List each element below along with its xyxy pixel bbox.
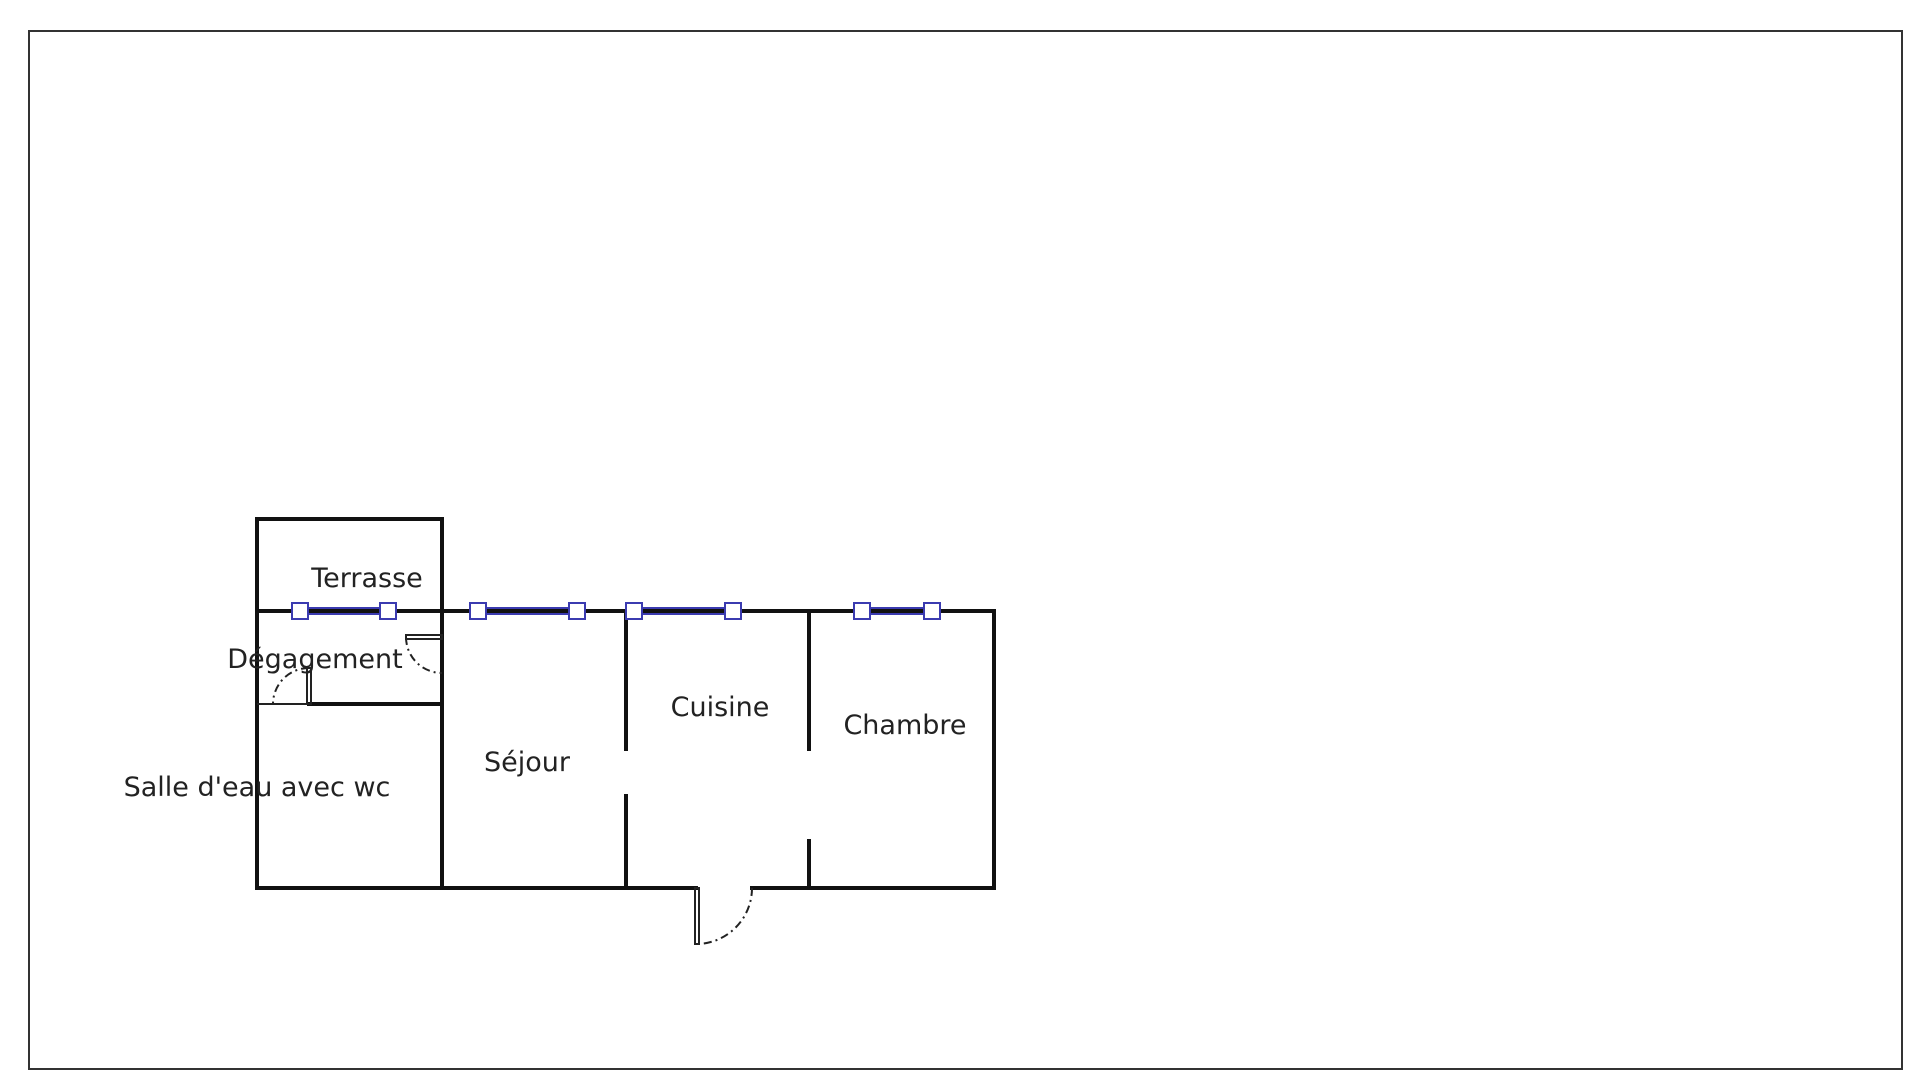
entrance-door-swing (696, 887, 753, 945)
room-label-chambre: Chambre (843, 710, 966, 741)
entrance-door (694, 887, 700, 945)
door-degagement (405, 634, 443, 640)
door-swing-salle-eau (272, 667, 310, 705)
window-terrasse (291, 602, 397, 620)
room-labels: Terrasse Dégagement Salle d'eau avec wc … (124, 563, 967, 803)
room-label-degagement: Dégagement (227, 644, 402, 675)
room-label-sejour: Séjour (484, 747, 571, 778)
window-chambre (853, 602, 941, 620)
doors (272, 634, 753, 945)
window-sejour (469, 602, 586, 620)
room-label-cuisine: Cuisine (671, 692, 770, 723)
terrasse-wall (255, 517, 444, 613)
window-cuisine (625, 602, 742, 620)
door-swing-degagement (405, 636, 443, 674)
room-label-terrasse: Terrasse (310, 563, 423, 594)
room-label-salle-eau: Salle d'eau avec wc (124, 772, 391, 803)
windows (291, 602, 941, 620)
frame-border (28, 30, 1903, 1070)
